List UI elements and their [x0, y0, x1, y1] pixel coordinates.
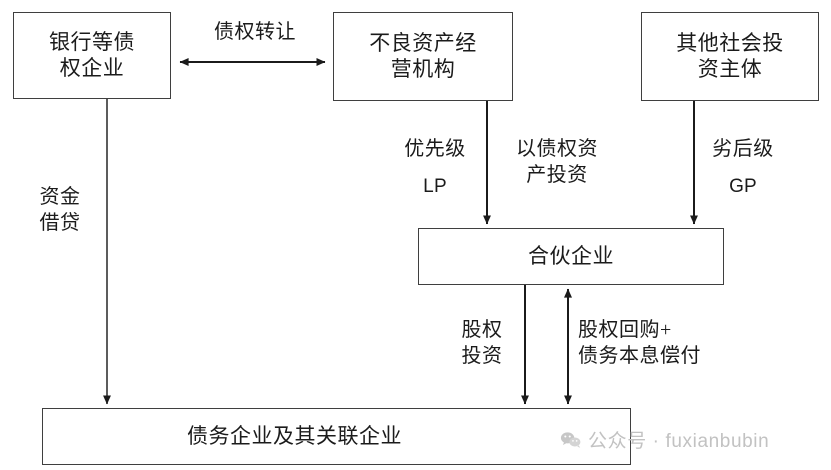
edge-label-senior-lp-latin: LP: [423, 176, 447, 197]
edge-label-debt-asset-investment: 以债权资 产投资: [516, 138, 598, 186]
node-bank-label: 银行等债 权企业: [49, 29, 135, 80]
edge-label-capital-lending: 资金 借贷: [39, 186, 81, 234]
node-other-investors[interactable]: 其他社会投 资主体: [641, 12, 819, 101]
edge-label-equity-investment: 股权 投资: [461, 319, 503, 367]
edge-label-subordinate-gp-latin: GP: [729, 176, 757, 197]
node-partnership-label: 合伙企业: [528, 243, 614, 268]
node-npl-institution[interactable]: 不良资产经 营机构: [333, 12, 513, 101]
node-other-investors-label: 其他社会投 资主体: [676, 30, 784, 81]
node-debtor[interactable]: 债务企业及其关联企业: [42, 408, 631, 465]
node-npl-institution-label: 不良资产经 营机构: [369, 30, 477, 81]
edge-label-senior-lp-cn: 优先级: [404, 138, 466, 160]
edge-label-subordinate-gp-cn: 劣后级: [712, 138, 774, 160]
node-bank[interactable]: 银行等债 权企业: [13, 12, 171, 99]
edge-label-equity-buyback: 股权回购+ 债务本息偿付: [578, 319, 701, 367]
node-debtor-label: 债务企业及其关联企业: [187, 423, 402, 448]
edge-label-claim-transfer: 债权转让: [214, 21, 296, 43]
node-partnership[interactable]: 合伙企业: [418, 228, 724, 285]
